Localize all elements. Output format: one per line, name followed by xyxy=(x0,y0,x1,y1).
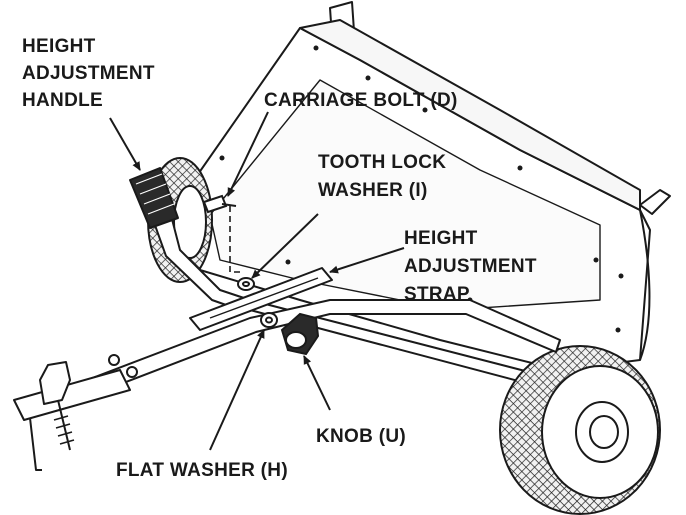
label-line: ADJUSTMENT xyxy=(22,63,155,84)
leader-lines xyxy=(109,111,405,451)
label-line: STRAP xyxy=(404,284,470,305)
label-line: HEIGHT xyxy=(22,36,96,57)
label-line: HEIGHT xyxy=(404,228,478,249)
carriage-bolt xyxy=(202,194,242,273)
label-line: FLAT WASHER (H) xyxy=(116,460,288,481)
label-knob: KNOB (U) xyxy=(316,426,406,448)
carriage-bolt-leader xyxy=(227,111,269,197)
right-wheel xyxy=(499,345,661,515)
label-line: ADJUSTMENT xyxy=(404,256,537,277)
label-line: WASHER (I) xyxy=(318,180,428,201)
knob xyxy=(280,312,320,356)
height-adjustment-strap xyxy=(189,267,333,331)
label-height-adjustment-strap: HEIGHT ADJUSTMENT STRAP xyxy=(404,228,537,306)
label-carriage-bolt: CARRIAGE BOLT (D) xyxy=(264,90,458,112)
label-line: HANDLE xyxy=(22,90,103,111)
label-line: TOOTH LOCK xyxy=(318,152,447,173)
label-line: KNOB (U) xyxy=(316,426,406,447)
label-tooth-lock-washer: TOOTH LOCK WASHER (I) xyxy=(318,152,446,202)
knob-leader xyxy=(303,355,331,411)
flat-washer-leader xyxy=(209,329,265,451)
label-height-adjustment-handle: HEIGHT ADJUSTMENT HANDLE xyxy=(22,36,155,112)
label-line: CARRIAGE BOLT (D) xyxy=(264,90,458,111)
flat-washer xyxy=(260,312,278,328)
tooth-lock-washer-leader xyxy=(251,213,319,279)
strap-leader xyxy=(329,247,405,274)
label-flat-washer: FLAT WASHER (H) xyxy=(116,460,288,482)
tow-bar xyxy=(13,299,561,471)
tooth-lock-washer xyxy=(237,277,255,291)
handle-leader xyxy=(109,117,141,171)
